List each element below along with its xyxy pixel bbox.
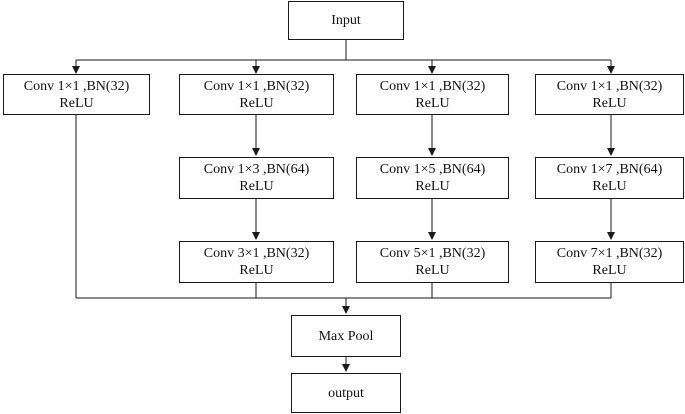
branch2-conv1x3-label: Conv 1×3 ,BN(64) xyxy=(203,162,310,177)
branch3-conv5x1-label: Conv 5×1 ,BN(32) xyxy=(379,246,486,261)
branch4-conv7x1-label: Conv 7×1 ,BN(32) xyxy=(556,246,663,261)
branch2-conv1x3-activation: ReLU xyxy=(239,179,274,194)
branch3-conv5x1-activation: ReLU xyxy=(415,263,450,278)
branch2-conv1x1-activation: ReLU xyxy=(239,95,274,111)
branch2-conv1x1-node: Conv 1×1 ,BN(32) ReLU xyxy=(179,74,334,115)
branch4-conv1x7-activation: ReLU xyxy=(592,179,627,194)
branch3-conv1x1-label: Conv 1×1 ,BN(32) xyxy=(379,78,486,94)
branch3-conv5x1-node: Conv 5×1 ,BN(32) ReLU xyxy=(356,241,509,283)
branch2-conv1x3-node: Conv 1×3 ,BN(64) ReLU xyxy=(179,157,334,199)
branch1-conv1x1-activation: ReLU xyxy=(59,95,94,111)
branch3-conv1x5-activation: ReLU xyxy=(415,179,450,194)
output-label: output xyxy=(328,385,364,401)
branch3-conv1x1-activation: ReLU xyxy=(415,95,450,111)
branch2-conv3x1-label: Conv 3×1 ,BN(32) xyxy=(203,246,310,261)
max-pool-node: Max Pool xyxy=(291,315,401,357)
branch3-conv1x1-node: Conv 1×1 ,BN(32) ReLU xyxy=(356,74,509,115)
branch4-conv1x1-activation: ReLU xyxy=(592,95,627,111)
branch1-conv1x1-label: Conv 1×1 ,BN(32) xyxy=(23,78,130,94)
input-node-label: Input xyxy=(331,13,361,28)
branch4-conv7x1-node: Conv 7×1 ,BN(32) ReLU xyxy=(535,241,684,283)
branch1-conv1x1-node: Conv 1×1 ,BN(32) ReLU xyxy=(3,74,150,115)
branch4-conv1x7-node: Conv 1×7 ,BN(64) ReLU xyxy=(535,157,684,199)
branch4-conv1x7-label: Conv 1×7 ,BN(64) xyxy=(556,162,663,177)
branch4-conv1x1-label: Conv 1×1 ,BN(32) xyxy=(556,78,663,94)
branch3-conv1x5-label: Conv 1×5 ,BN(64) xyxy=(379,162,486,177)
output-node: output xyxy=(291,373,401,413)
branch4-conv7x1-activation: ReLU xyxy=(592,263,627,278)
max-pool-label: Max Pool xyxy=(318,328,374,344)
branch2-conv3x1-node: Conv 3×1 ,BN(32) ReLU xyxy=(179,241,334,283)
input-node: Input xyxy=(288,1,404,40)
branch2-conv1x1-label: Conv 1×1 ,BN(32) xyxy=(203,78,310,94)
branch4-conv1x1-node: Conv 1×1 ,BN(32) ReLU xyxy=(535,74,684,115)
branch3-conv1x5-node: Conv 1×5 ,BN(64) ReLU xyxy=(356,157,509,199)
branch2-conv3x1-activation: ReLU xyxy=(239,263,274,278)
